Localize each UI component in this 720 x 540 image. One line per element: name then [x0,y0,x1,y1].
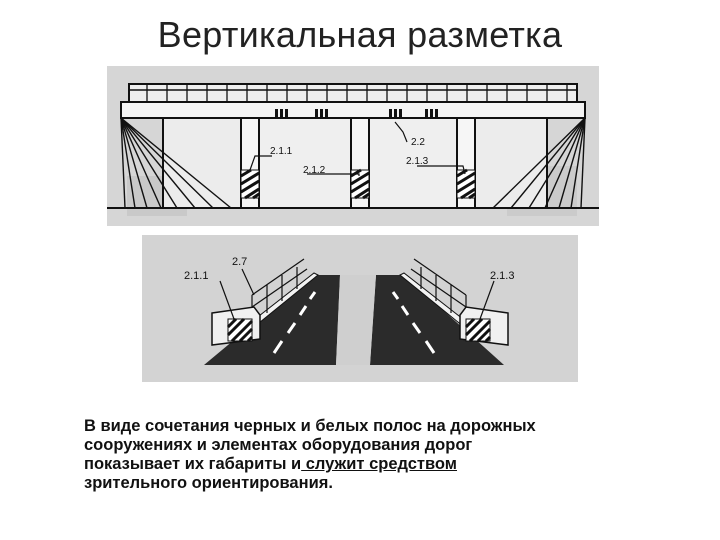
caption: В виде сочетания черных и белых полос на… [84,417,684,493]
road-illustration: 2.1.1 2.7 2.1.3 [142,235,578,382]
bridge-illustration: 2.1.1 2.1.2 2.2 2.1.3 [107,66,599,226]
bridge-label-2-1-1: 2.1.1 [270,146,293,157]
caption-line-1: В виде сочетания черных и белых полос на… [84,417,536,435]
bridge-label-2-1-3: 2.1.3 [406,156,429,167]
road-label-2-1-1: 2.1.1 [184,270,208,282]
bridge-label-2-1-2: 2.1.2 [303,165,326,176]
caption-line-4: зрительного ориентирования. [84,474,333,492]
road-label-2-1-3: 2.1.3 [490,270,514,282]
slide-title: Вертикальная разметка [157,14,563,55]
caption-line-3a: показывает их габариты и [84,455,302,473]
caption-line-2: сооружениях и элементах оборудования дор… [84,436,473,454]
caption-line-3b: служит средством [301,455,458,473]
bridge-label-2-2: 2.2 [411,137,425,148]
road-label-2-7: 2.7 [232,256,247,268]
caption-line-3: показывает их габариты и служит средство… [84,455,684,474]
